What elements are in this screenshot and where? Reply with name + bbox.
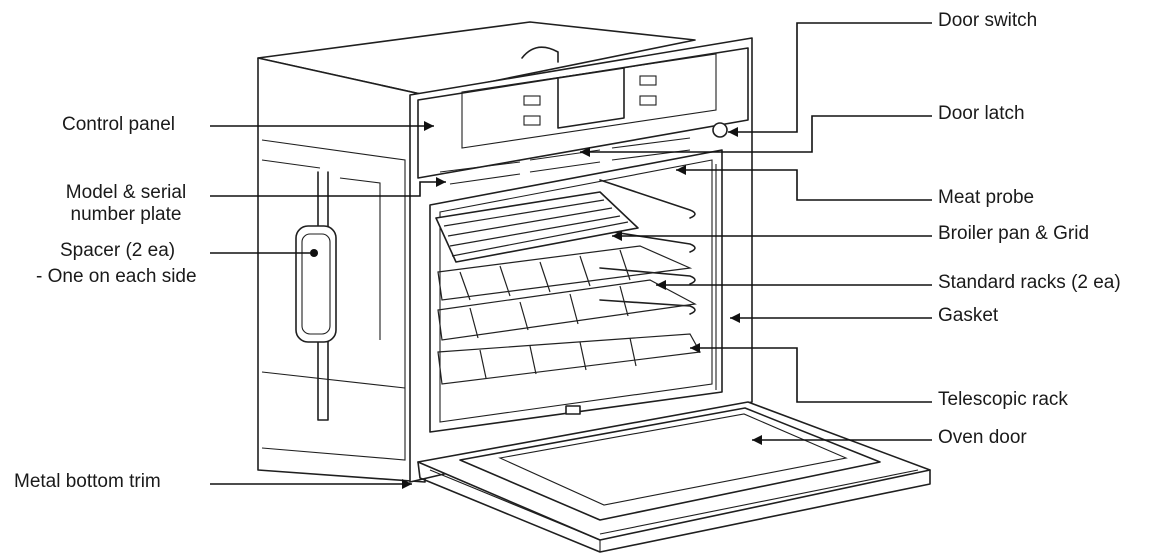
label-broiler-pan-grid: Broiler pan & Grid — [938, 223, 1090, 244]
label-standard-racks: Standard racks (2 ea) — [938, 272, 1121, 293]
leader-lines — [210, 22, 932, 489]
label-door-latch: Door latch — [938, 103, 1025, 124]
oven-cavity — [429, 149, 723, 433]
label-spacer-note: - One on each side — [36, 266, 197, 287]
label-model-serial-plate: Model & serial number plate — [65, 182, 187, 225]
label-gasket: Gasket — [938, 305, 999, 326]
oven-door — [417, 401, 931, 553]
label-door-switch: Door switch — [938, 10, 1038, 31]
label-metal-bottom-trim: Metal bottom trim — [14, 471, 161, 492]
label-control-panel: Control panel — [62, 114, 176, 135]
label-telescopic-rack: Telescopic rack — [938, 389, 1068, 410]
label-spacer: Spacer (2 ea) — [60, 240, 176, 261]
label-meat-probe: Meat probe — [938, 187, 1035, 208]
oven-cabinet — [257, 21, 696, 483]
label-oven-door: Oven door — [938, 427, 1027, 448]
